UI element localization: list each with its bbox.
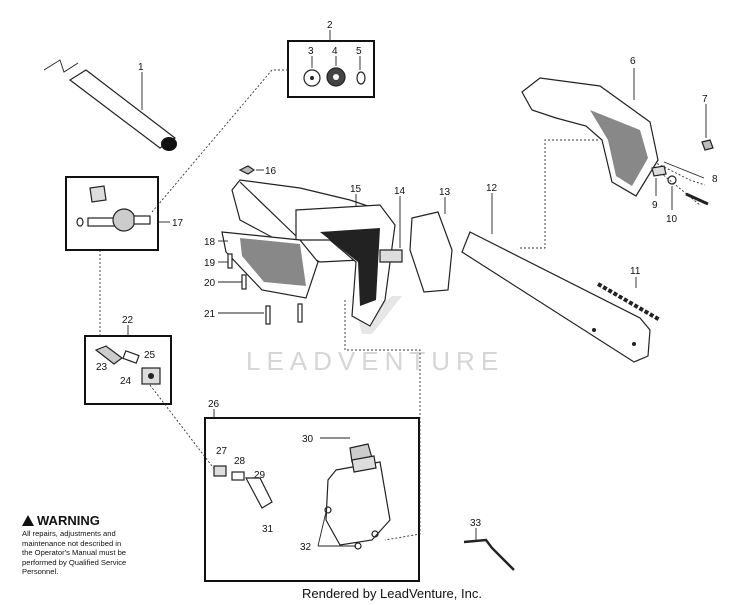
callout-13: 13 [439, 187, 451, 198]
render-credit: Rendered by LeadVenture, Inc. [302, 586, 482, 601]
callout-24: 24 [120, 376, 132, 387]
part-screws [227, 165, 303, 325]
callout-3: 3 [308, 46, 314, 57]
callout-22: 22 [122, 315, 134, 326]
part-adjuster-assembly [94, 345, 161, 385]
leader-lines [127, 30, 707, 547]
part-drive-shaft-tube [43, 59, 177, 151]
callout-2: 2 [327, 20, 333, 31]
part-guide-bar [461, 231, 651, 363]
callout-29: 29 [254, 470, 266, 481]
part-gear-assembly [303, 67, 366, 87]
callout-21: 21 [204, 309, 216, 320]
callout-17: 17 [172, 218, 184, 229]
callout-20: 20 [204, 278, 216, 289]
warning-title: WARNING [22, 514, 182, 528]
callout-27: 27 [216, 446, 228, 457]
part-hex-key [463, 538, 515, 571]
callout-23: 23 [96, 362, 108, 373]
dashed-connections [99, 69, 706, 541]
callout-28: 28 [234, 456, 246, 467]
watermark: LEADVENTURE [246, 296, 504, 376]
callout-8: 8 [712, 174, 718, 185]
callout-4: 4 [332, 46, 338, 57]
callout-30: 30 [302, 434, 314, 445]
callout-11: 11 [630, 266, 641, 277]
callout-6: 6 [630, 56, 636, 67]
warning-body: All repairs, adjustments and maintenance… [22, 529, 127, 576]
assembly-box-17 [65, 176, 159, 251]
callout-9: 9 [652, 200, 658, 211]
callout-numbers: 1 2 3 4 5 6 7 8 9 10 11 12 13 14 15 16 1… [96, 20, 718, 553]
assembly-box-2 [287, 40, 375, 98]
callout-26: 26 [208, 399, 220, 410]
assembly-box-26 [204, 417, 420, 582]
part-housing [221, 179, 403, 327]
part-bar-plate [409, 211, 453, 293]
warning-triangle-icon [22, 515, 34, 526]
callout-31: 31 [262, 524, 274, 535]
callout-12: 12 [486, 183, 498, 194]
callout-7: 7 [702, 94, 708, 105]
callout-33: 33 [470, 518, 482, 529]
part-oil-tank-assembly [213, 443, 391, 550]
warning-notice: WARNING All repairs, adjustments and mai… [22, 514, 182, 577]
callout-32: 32 [300, 542, 312, 553]
part-guard [521, 77, 659, 197]
callout-15: 15 [350, 184, 362, 195]
callout-1: 1 [138, 62, 144, 73]
callout-25: 25 [144, 350, 156, 361]
callout-18: 18 [204, 237, 216, 248]
part-hardware [651, 139, 714, 206]
callout-10: 10 [666, 214, 678, 225]
callout-5: 5 [356, 46, 362, 57]
callout-19: 19 [204, 258, 216, 269]
callout-14: 14 [394, 186, 406, 197]
watermark-text: LEADVENTURE [246, 346, 504, 376]
callout-16: 16 [265, 166, 277, 177]
part-pinion-assembly [76, 185, 151, 232]
